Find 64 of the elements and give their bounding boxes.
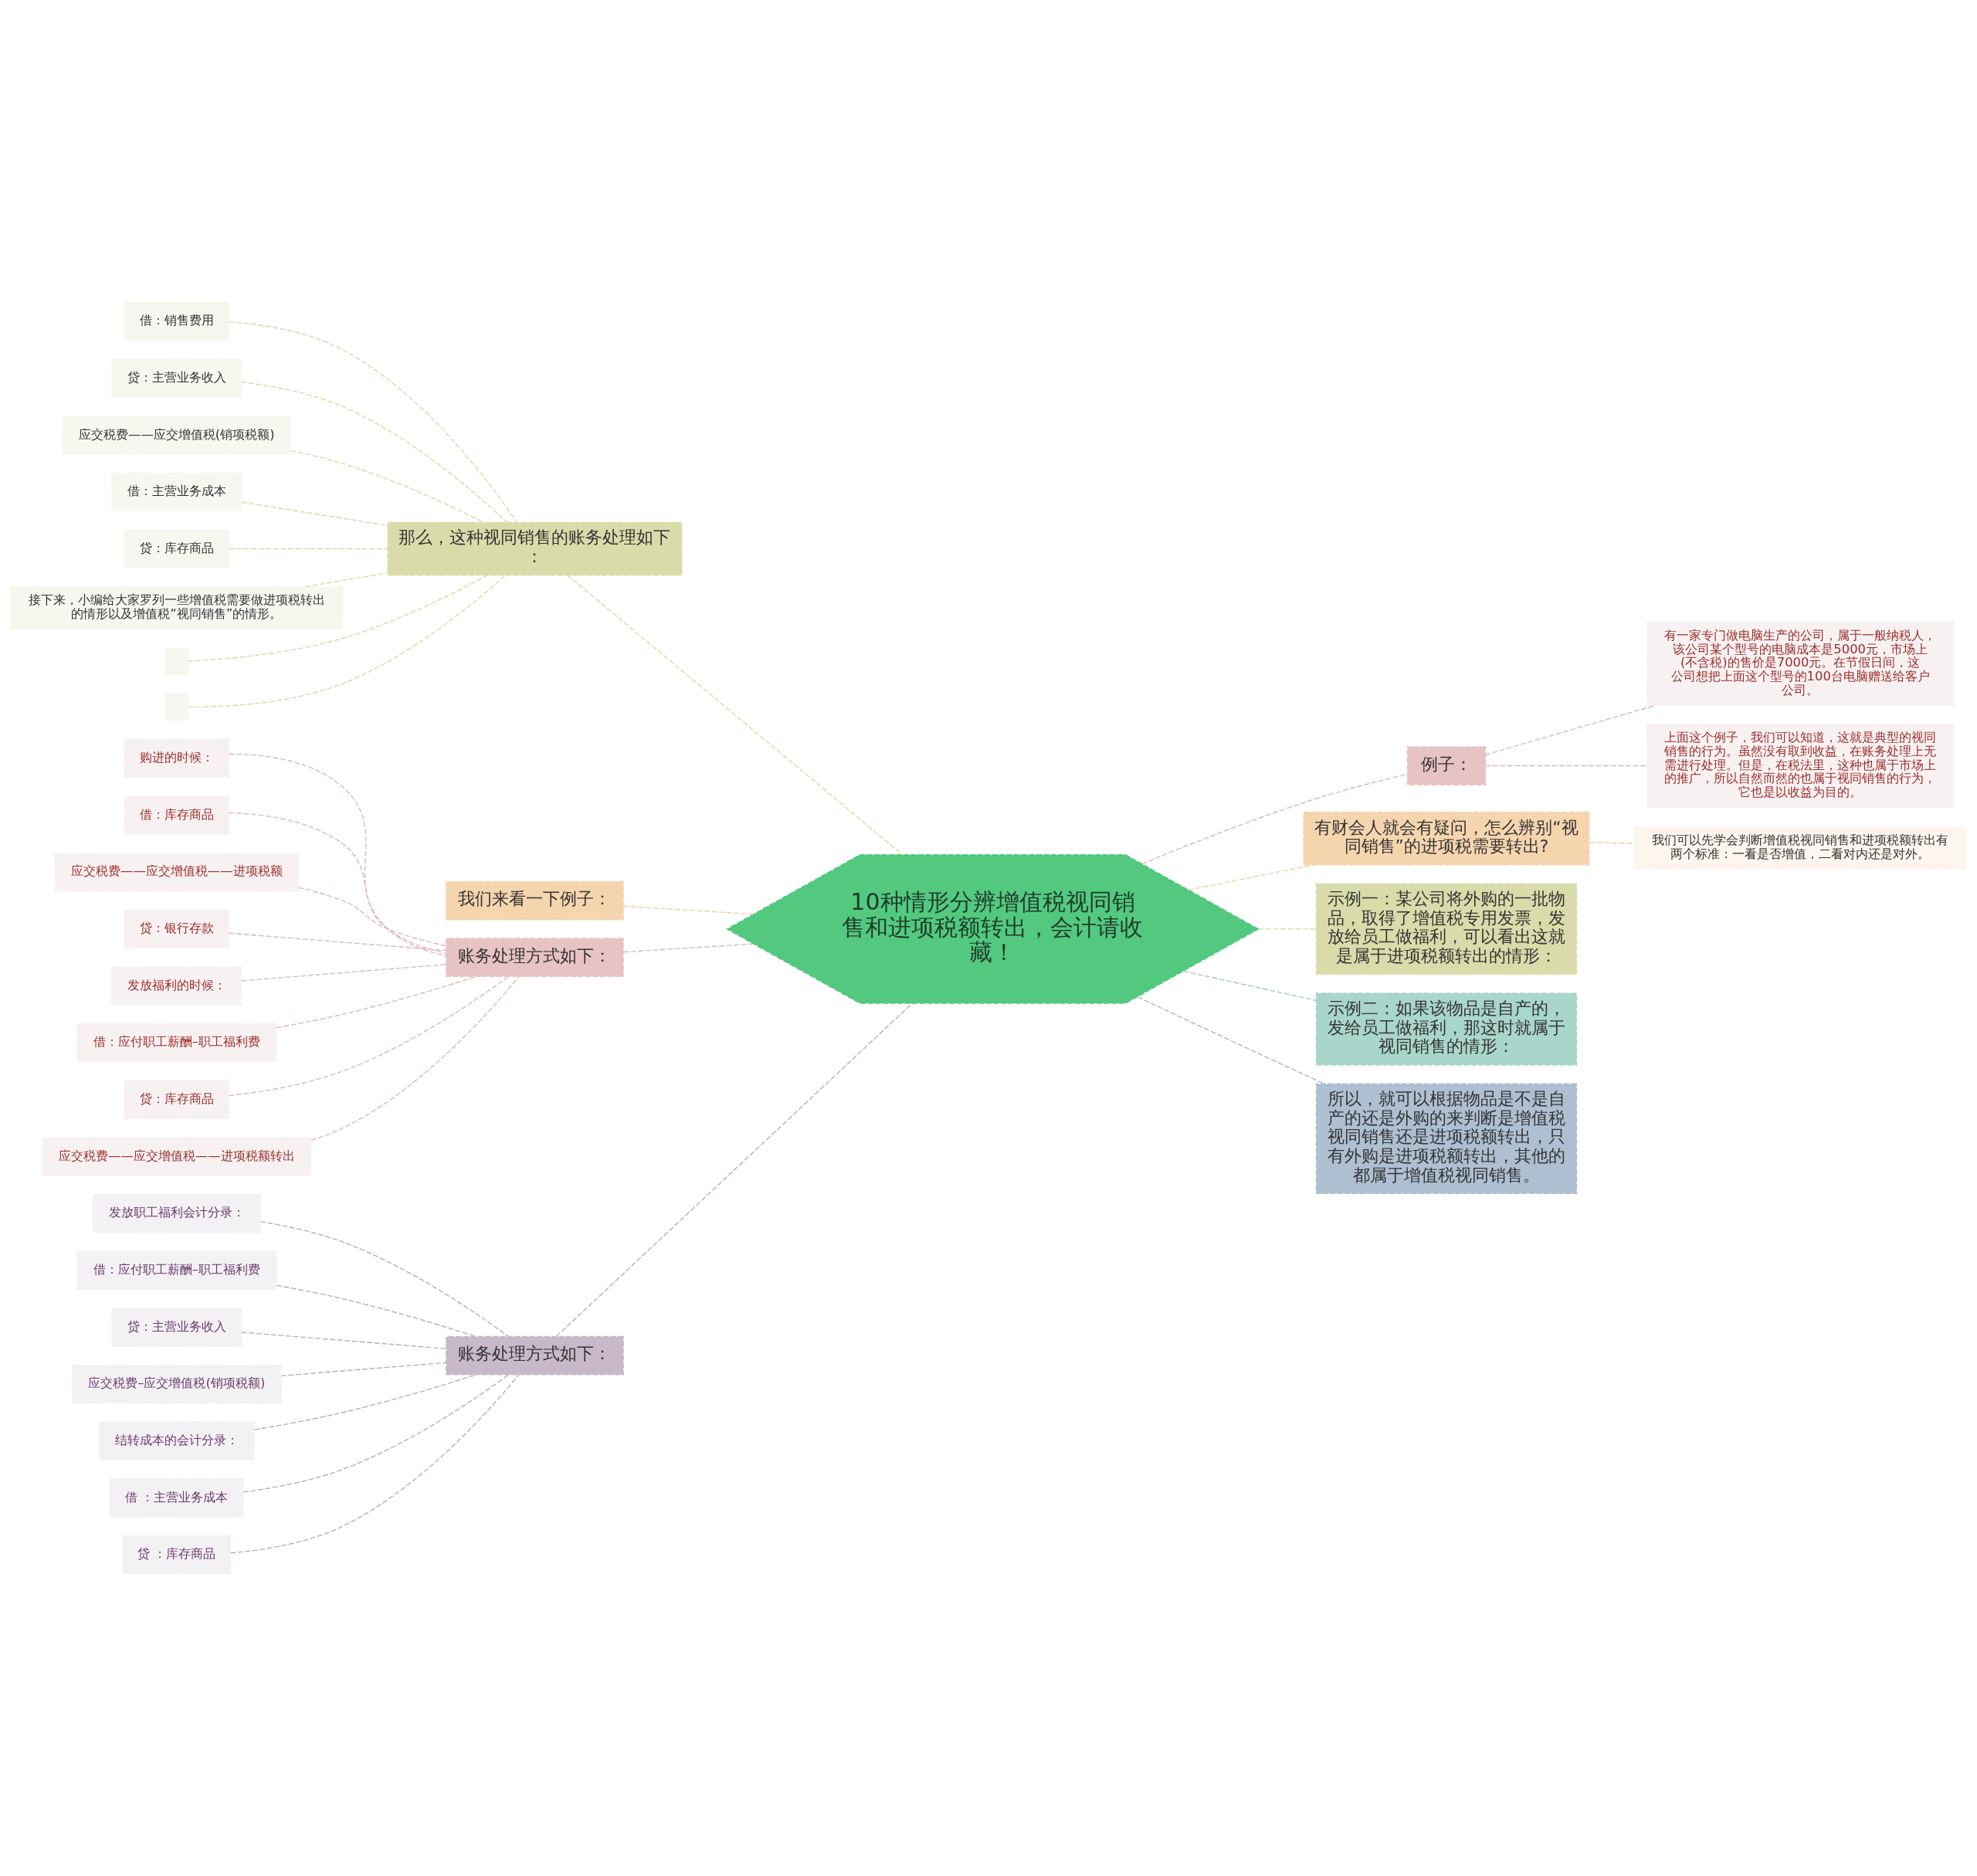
connector bbox=[259, 1221, 510, 1338]
connector bbox=[567, 575, 904, 856]
node-box: 应交税费——应交增值税(销项税额) bbox=[62, 415, 291, 455]
connector bbox=[228, 812, 447, 954]
connector bbox=[229, 975, 510, 1097]
node-box: 结转成本的会计分录： bbox=[98, 1421, 255, 1461]
connector bbox=[1188, 864, 1315, 891]
connector bbox=[242, 1374, 510, 1493]
connector bbox=[297, 887, 447, 947]
connector bbox=[241, 1332, 447, 1349]
node-box: 借 ：主营业务成本 bbox=[110, 1478, 244, 1518]
node-box: 借：应付职工薪酬–职工福利费 bbox=[76, 1250, 277, 1291]
node-box: 借：库存商品 bbox=[124, 796, 230, 835]
connector bbox=[241, 382, 508, 523]
connector bbox=[229, 548, 388, 550]
node-box: 示例二：如果该物品是自产的，发给员工做福利，那这时就属于视同销售的情形： bbox=[1315, 992, 1578, 1066]
node-box: 我们来看一下例子： bbox=[446, 880, 624, 921]
node-box: 购进的时候： bbox=[124, 738, 230, 779]
node-box: 贷：主营业务收入 bbox=[111, 358, 242, 399]
connector bbox=[622, 905, 755, 915]
connector bbox=[188, 575, 507, 708]
node-box: 所以，就可以根据物品是不是自产的还是外购的来判断是增值税视同销售还是进项税额转出，只有外购是进项税额转出，其他的都属于增值税视同销售。 bbox=[1315, 1083, 1578, 1195]
connector bbox=[253, 1374, 477, 1430]
node-box: 接下来，小编给大家罗列一些增值税需要做进项税转出的情形以及增值税“视同销售”的情形。 bbox=[10, 585, 344, 630]
connector bbox=[241, 964, 447, 982]
node-box: 账务处理方式如下： bbox=[446, 938, 624, 978]
connector bbox=[622, 943, 755, 953]
node-box: 那么，这种视同销售的账务处理如下： bbox=[387, 521, 683, 576]
node-box: 借：主营业务成本 bbox=[111, 472, 242, 512]
node-box: 我们可以先学会判断增值税视同销售和进项税额转出有两个标准：一看是否增值，二看对内还是对外。 bbox=[1633, 826, 1967, 870]
node-box: 应交税费——应交增值税——进项税额转出 bbox=[42, 1137, 312, 1176]
node-box: 有财会人就会有疑问，怎么辨别“视同销售”的进项税需要转出? bbox=[1303, 811, 1590, 866]
node-box: 贷：主营业务收入 bbox=[111, 1308, 242, 1347]
node-box: 应交税费——应交增值税——进项税额 bbox=[54, 852, 300, 892]
connector bbox=[280, 1362, 447, 1377]
node-box: 例子： bbox=[1406, 746, 1487, 785]
node-box: 发放福利的时候： bbox=[111, 966, 242, 1006]
connector bbox=[555, 1002, 913, 1338]
connector bbox=[304, 572, 388, 588]
node-box: 贷：银行存款 bbox=[124, 909, 230, 949]
connector bbox=[1182, 970, 1317, 1002]
node-box bbox=[164, 693, 189, 721]
node-box: 贷：库存商品 bbox=[124, 1080, 230, 1120]
connector bbox=[1257, 928, 1317, 930]
node-box: 应交税费–应交增值税(销项税额) bbox=[71, 1364, 282, 1404]
connector bbox=[188, 575, 488, 662]
node-box: 有一家专门做电脑生产的公司，属于一般纳税人，该公司某个型号的电脑成本是5000元，市场上(不含税)的售价是7000元。在节假日间，这公司想把上面这个型号的100台电脑赠送给客户公司。 bbox=[1646, 621, 1955, 706]
node-box: 借：销售费用 bbox=[124, 301, 230, 341]
connector bbox=[228, 753, 447, 957]
connector bbox=[310, 975, 520, 1142]
node-box: 贷 ：库存商品 bbox=[122, 1535, 232, 1575]
node-box bbox=[164, 647, 189, 676]
node-box: 发放职工福利会计分录： bbox=[92, 1193, 262, 1233]
node-box: 贷：库存商品 bbox=[124, 529, 230, 568]
connector bbox=[290, 449, 485, 524]
node-box: 示例一：某公司将外购的一批物品，取得了增值税专用发票，发放给员工做福利，可以看出这就是属于进项税额转出的情形： bbox=[1315, 883, 1578, 975]
connector bbox=[228, 321, 517, 524]
connector bbox=[1484, 765, 1648, 767]
connector bbox=[229, 932, 447, 952]
node-box: 账务处理方式如下： bbox=[446, 1335, 624, 1376]
connector bbox=[1137, 996, 1325, 1084]
node-box: 借：应付职工薪酬–职工福利费 bbox=[76, 1023, 277, 1063]
node-box: 上面这个例子，我们可以知道，这就是典型的视同销售的行为。虽然没有取到收益，在账务处理上无需进行处理。但是，在税法里，这种也属于市场上的推广，所以自然而然的也属于视同销售的行为，它也是以收益为目的。 bbox=[1646, 723, 1955, 809]
connector bbox=[229, 1374, 520, 1554]
